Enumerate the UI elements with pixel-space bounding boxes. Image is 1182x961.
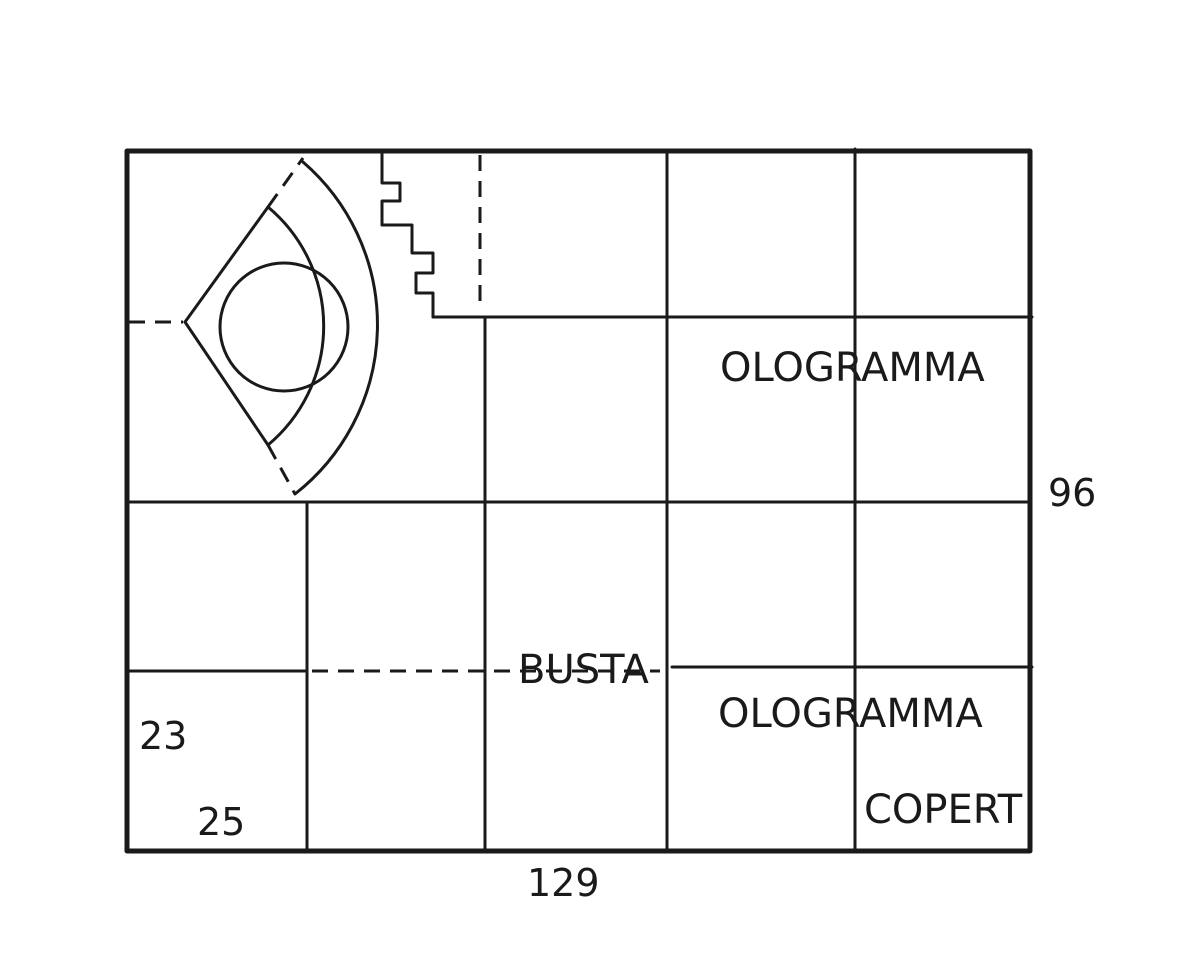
sector-inner-edge-bottom (183, 320, 270, 447)
label-hologram-top: OLOGRAMMA (720, 345, 985, 391)
dimension-width: 129 (527, 861, 600, 905)
label-hologram-bottom: OLOGRAMMA (718, 691, 983, 737)
sector-inner-arc (266, 205, 326, 447)
sector-dashed-top (266, 157, 305, 208)
label-envelope: BUSTA (518, 647, 649, 693)
sector-dashed-bottom (266, 444, 297, 495)
dimension-cell-height: 23 (139, 714, 187, 758)
label-cover: COPERT (864, 787, 1023, 833)
disc-circle (218, 261, 350, 393)
stepped-notch-edge (380, 151, 435, 319)
dimension-cell-width: 25 (197, 800, 245, 844)
sector-outer-arc (293, 160, 379, 496)
dimension-height: 96 (1048, 471, 1096, 515)
sector-inner-edge-top (183, 205, 270, 324)
